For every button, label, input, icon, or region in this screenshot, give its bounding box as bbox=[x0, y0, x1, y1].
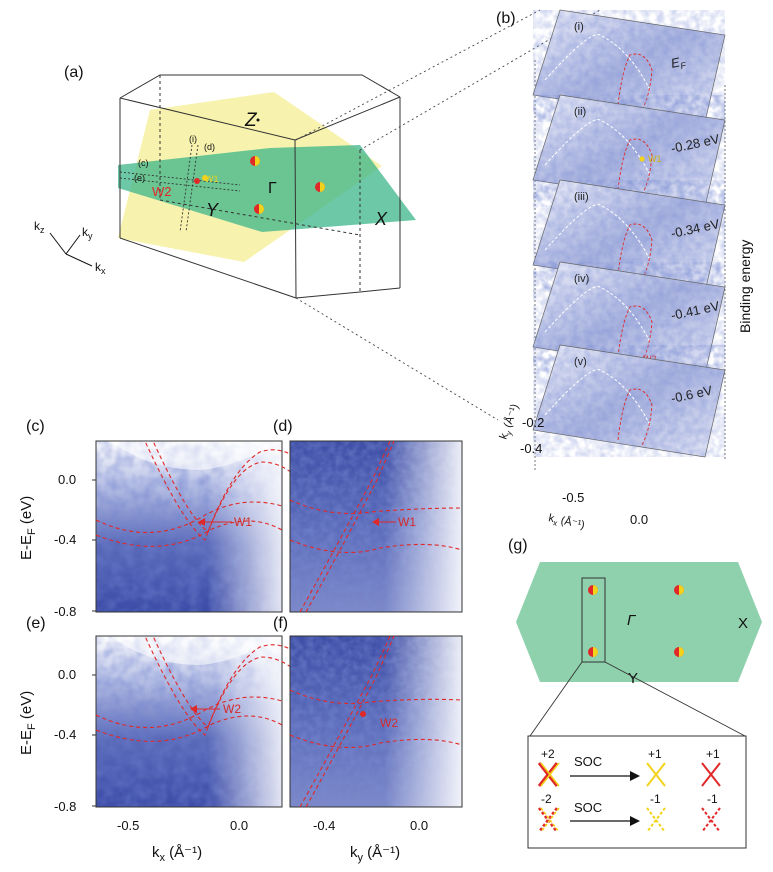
point-Y: Y bbox=[206, 200, 220, 220]
g-X: X bbox=[738, 615, 748, 632]
slice-tag-5: (v) bbox=[574, 356, 587, 368]
xtick-kx-1: 0.0 bbox=[230, 818, 248, 833]
ytick-c-0: 0.0 bbox=[58, 472, 76, 487]
label-W1: W1 bbox=[205, 174, 219, 184]
xlabel-kx: kx (Å⁻¹) bbox=[152, 844, 202, 864]
ytick-e-0: 0.0 bbox=[58, 667, 76, 682]
slice-tag-1: (i) bbox=[574, 21, 584, 33]
panel-label-g: (g) bbox=[508, 537, 528, 554]
b-ky-axis-label: ky (Å⁻¹) bbox=[497, 402, 524, 442]
arpes-panel-d: W1 bbox=[289, 440, 463, 613]
arpes-panel-e: W2 bbox=[95, 635, 301, 808]
cut-label-c: (c) bbox=[138, 158, 149, 168]
legend-top-left: +2 bbox=[541, 747, 555, 761]
g-Gamma: Γ bbox=[627, 612, 637, 629]
legend-soc-top: SOC bbox=[574, 754, 602, 769]
label-W2: W2 bbox=[152, 184, 172, 199]
ylabel-c: E-EF (eV) bbox=[18, 496, 38, 560]
b-kx-axis-label: kx (Å⁻¹) bbox=[547, 511, 586, 533]
ytick-e-2: -0.8 bbox=[54, 799, 76, 814]
annotation-d: W1 bbox=[398, 515, 416, 529]
xlabel-ky: ky (Å⁻¹) bbox=[350, 844, 400, 864]
axis-ky: ky bbox=[82, 225, 93, 241]
point-Z: Z bbox=[244, 110, 258, 131]
yticks-e: 0.0 -0.4 -0.8 bbox=[54, 667, 76, 814]
annotation-c: W1 bbox=[234, 515, 252, 529]
annotation-e: W2 bbox=[223, 702, 241, 716]
xtick-ky-0: -0.4 bbox=[313, 818, 335, 833]
slice-weyl-label-2: W1 bbox=[648, 154, 662, 164]
legend-soc-bottom: SOC bbox=[574, 800, 602, 815]
legend-bottom-left: -2 bbox=[541, 792, 552, 806]
ytick-c-1: -0.4 bbox=[54, 532, 76, 547]
legend-bottom-mid: -1 bbox=[650, 792, 661, 806]
cut-label-e: (e) bbox=[134, 173, 145, 183]
soc-legend-box: +2 SOC +1 +1 -2 SOC -1 -1 bbox=[527, 735, 747, 849]
axis-kz: kz bbox=[34, 219, 45, 235]
slice-energy-1: EF bbox=[670, 53, 688, 73]
panel-label-d: (d) bbox=[273, 418, 293, 435]
panel-label-b: (b) bbox=[496, 10, 516, 27]
slice-tag-2: (ii) bbox=[574, 106, 586, 118]
panel-label-c: (c) bbox=[26, 418, 45, 435]
xtick-ky-1: 0.0 bbox=[410, 818, 428, 833]
ylabel-e: E-EF (eV) bbox=[18, 691, 38, 755]
legend-bottom-right: -1 bbox=[707, 792, 718, 806]
legend-top-mid: +1 bbox=[648, 747, 662, 761]
b-kx-tick-2: 0.0 bbox=[630, 512, 648, 527]
arpes-panel-f: W2 bbox=[289, 635, 463, 808]
legend-top-right: +1 bbox=[706, 747, 720, 761]
slice-1: (i) EF bbox=[532, 9, 726, 123]
panel-label-a: (a) bbox=[64, 64, 84, 81]
green-plane bbox=[118, 145, 416, 232]
brillouin-zone-3d: (i) (d) (c) (e) Z Γ Y X W2 W1 bbox=[118, 74, 416, 299]
panel-label-e: (e) bbox=[26, 615, 46, 632]
k-axes-triad bbox=[49, 232, 93, 267]
slice-4: (iv)-0.41 eVW2 bbox=[532, 261, 726, 375]
yticks-c: 0.0 -0.4 -0.8 bbox=[54, 472, 76, 619]
surface-bz-2d: Γ X Y bbox=[516, 562, 762, 737]
binding-energy-label: Binding energy bbox=[737, 240, 753, 333]
axis-kx: kx bbox=[95, 260, 106, 276]
slice-5: (v)-0.6 eV bbox=[532, 344, 726, 458]
g-Y: Y bbox=[628, 670, 638, 687]
xtick-kx-0: -0.5 bbox=[117, 818, 139, 833]
b-ky-tick-1: -0.2 bbox=[522, 415, 544, 430]
slice-tag-3: (iii) bbox=[574, 191, 589, 203]
slice-3: (iii)-0.34 eV bbox=[532, 179, 726, 293]
panel-label-f: (f) bbox=[273, 615, 288, 632]
ytick-c-2: -0.8 bbox=[54, 604, 76, 619]
point-Gamma: Γ bbox=[268, 180, 277, 197]
cut-label-d: (d) bbox=[204, 142, 215, 152]
weyl-points-3d bbox=[194, 156, 325, 214]
b-kx-tick-1: -0.5 bbox=[562, 490, 584, 505]
slice-tag-4: (iv) bbox=[574, 273, 589, 285]
annotation-f: W2 bbox=[380, 716, 398, 730]
b-ky-tick-2: -0.4 bbox=[520, 441, 542, 456]
ytick-e-1: -0.4 bbox=[54, 727, 76, 742]
cut-label-i: (i) bbox=[189, 134, 197, 144]
point-X: X bbox=[374, 209, 388, 229]
slice-weyl-point-2 bbox=[639, 156, 645, 162]
arpes-panel-c: W1 bbox=[95, 440, 301, 613]
